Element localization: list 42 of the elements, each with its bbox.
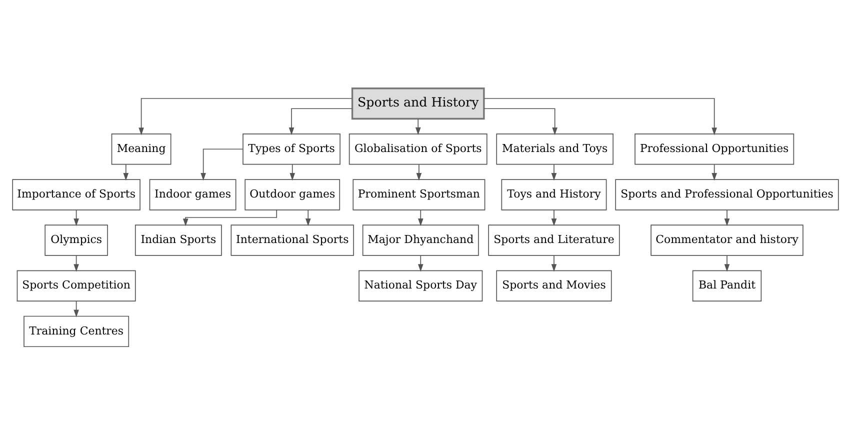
node-box: Major Dhyanchand [362,224,479,256]
arrow [724,254,730,272]
arrow [415,118,421,134]
arrow [551,164,557,180]
node-box: Sports and History [351,87,485,120]
node-box: International Sports [230,224,354,256]
node-box: Sports and Movies [496,270,612,301]
arrow [288,108,353,135]
arrow [290,164,296,180]
node-box: Importance of Sports [12,178,140,210]
node-box: Indian Sports [134,224,222,256]
arrow [138,98,353,135]
node-box: National Sports Day [358,270,483,301]
node-box: Prominent Sportsman [352,178,486,210]
node-box: Outdoor games [244,178,340,210]
node-box: Olympics [44,224,108,256]
arrow [418,254,424,272]
arrow [551,209,557,226]
arrow [712,164,717,180]
node-box: Professional Opportunities [634,133,794,164]
node-box: Materials and Toys [496,133,614,164]
node-box: Globalisation of Sports [348,133,488,164]
node-box: Sports Competition [16,270,136,301]
node-box: Training Centres [24,315,130,347]
node-box: Toys and History [501,178,607,210]
arrow [724,209,730,226]
arrow [484,98,717,135]
node-box: Meaning [111,133,172,164]
arrow [182,209,278,226]
node-box: Types of Sports [242,133,340,164]
arrow [551,254,557,272]
arrow [418,209,424,226]
node-box: Sports and Literature [488,224,620,256]
node-box: Commentator and history [650,224,804,256]
arrow [484,108,558,135]
node-box: Bal Pandit [692,270,762,301]
node-box: Sports and Professional Opportunities [615,178,839,210]
arrow [200,148,244,180]
arrow [416,164,422,180]
node-box: Indoor games [149,178,236,210]
arrow [123,164,129,180]
arrow [305,209,311,226]
